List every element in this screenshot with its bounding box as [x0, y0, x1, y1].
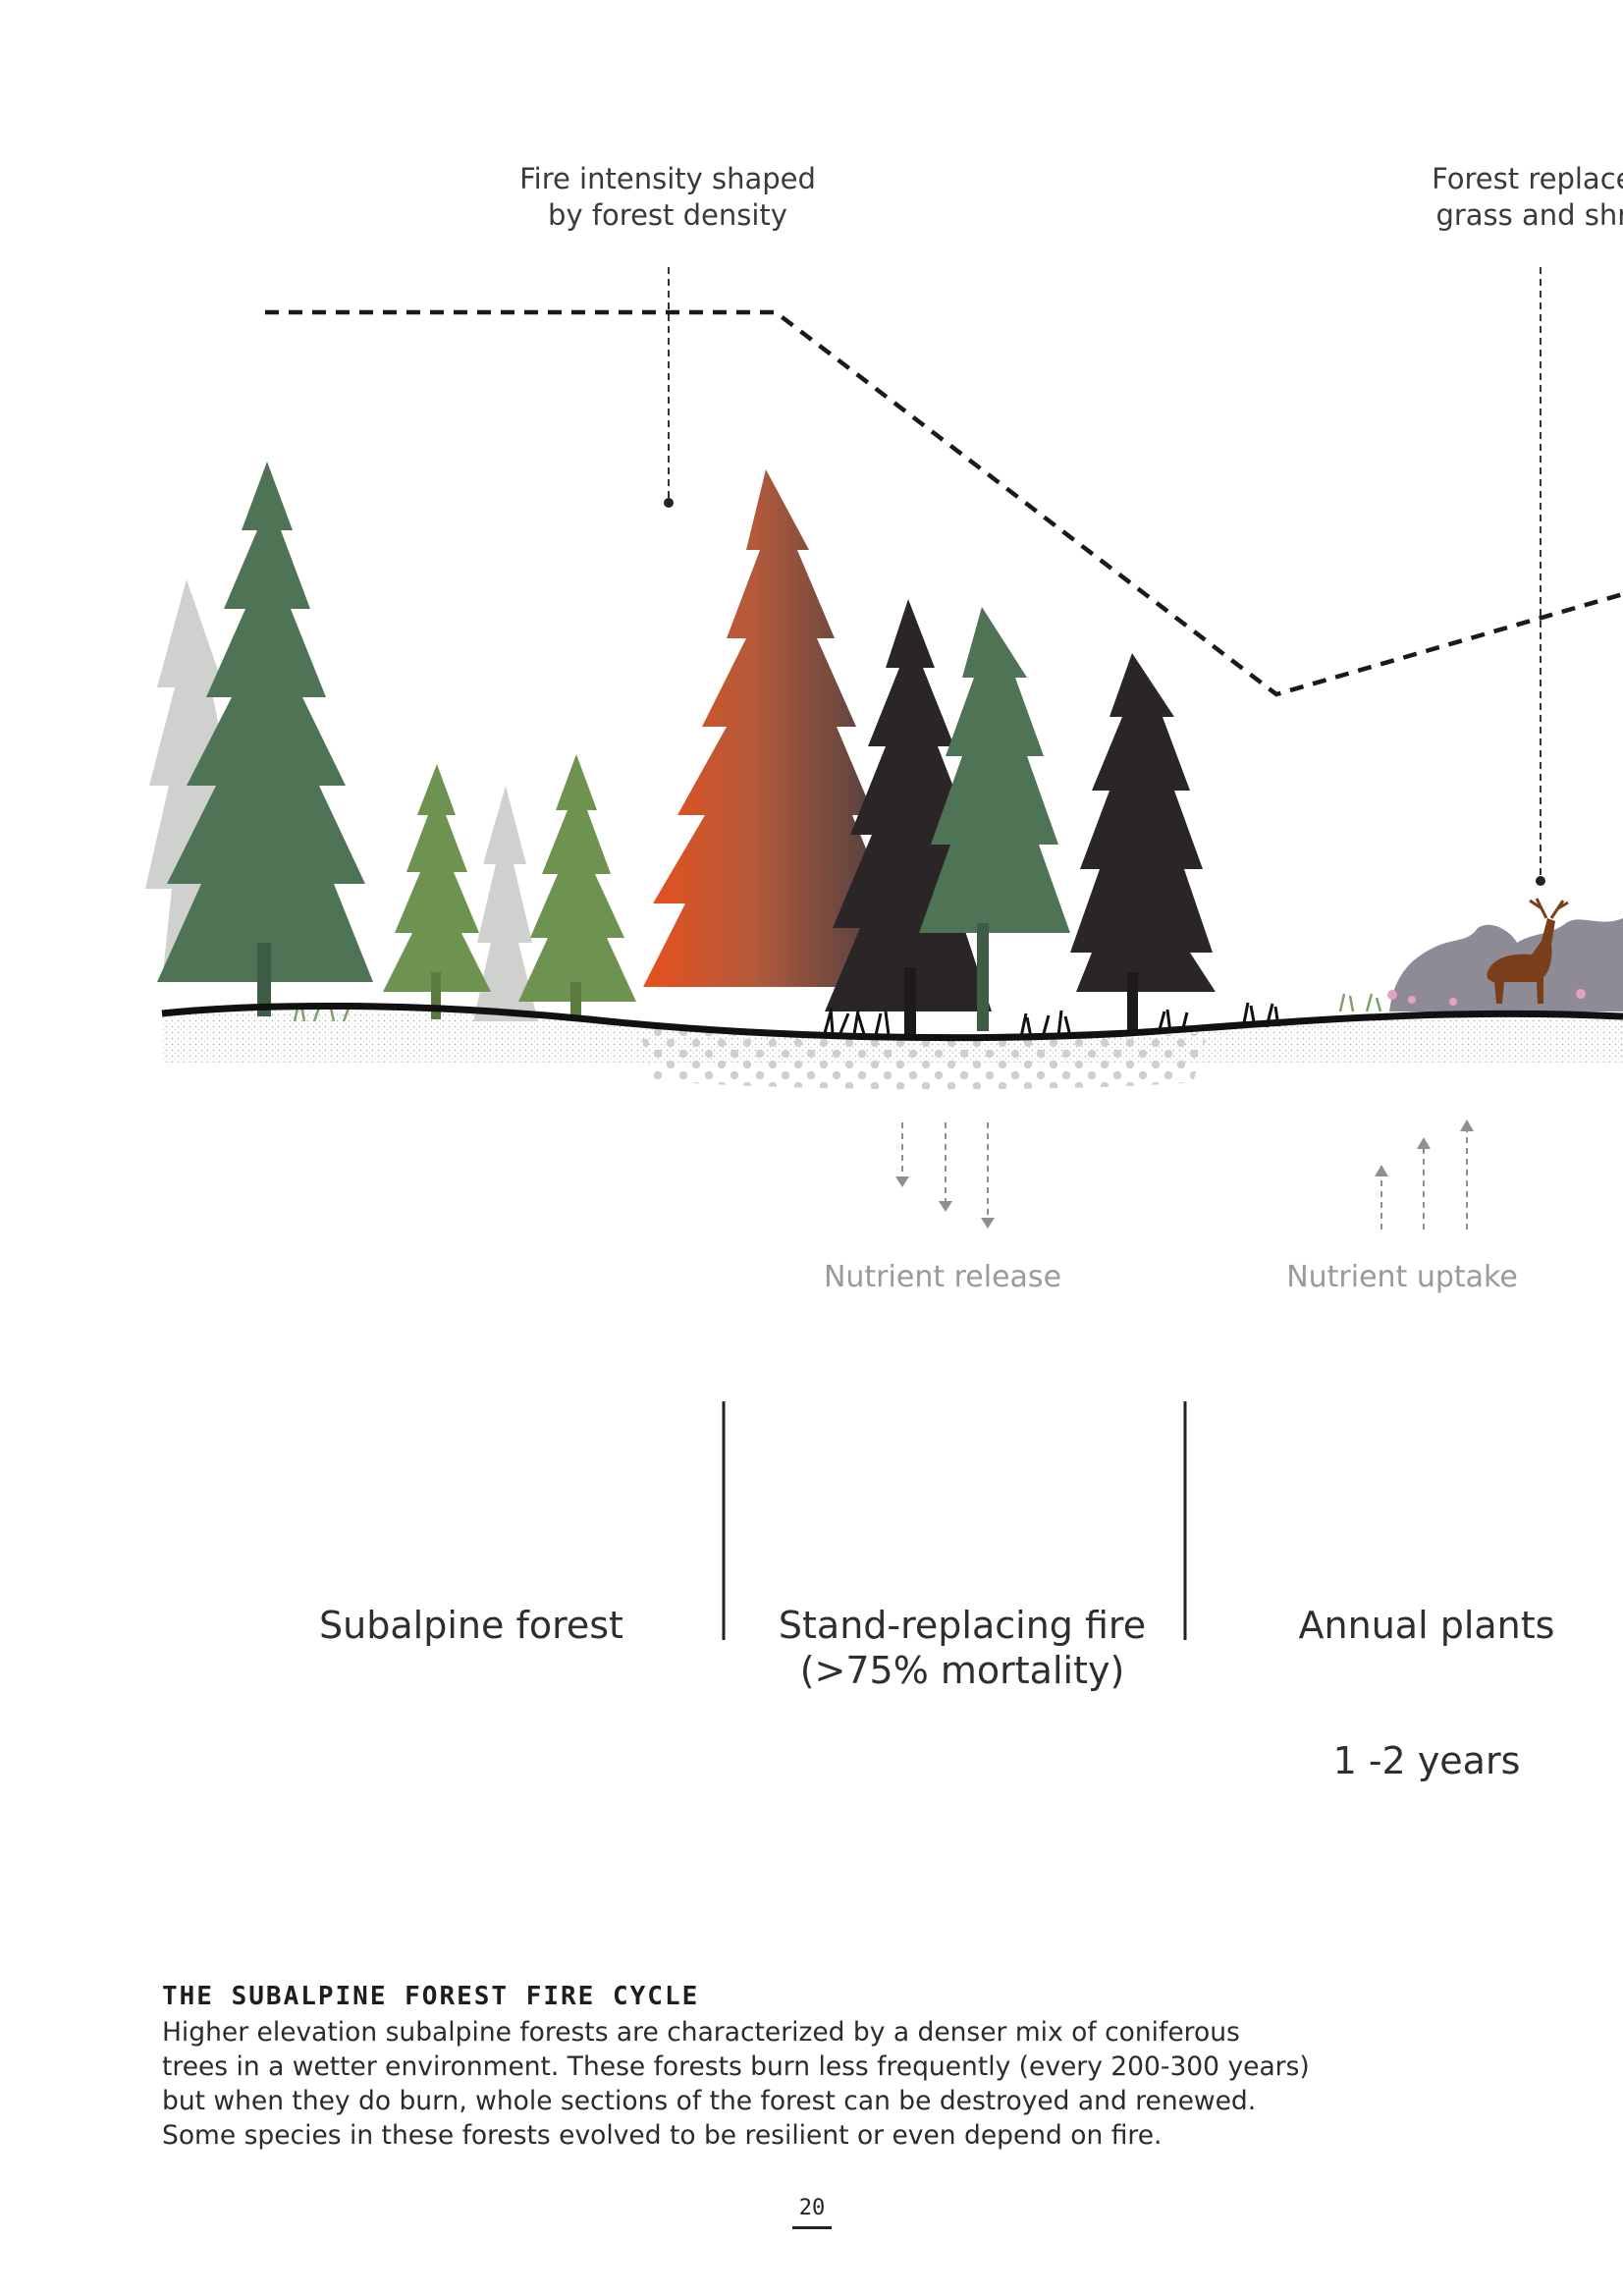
stage-stand-replacing-fire-label: Stand-replacing fire: [746, 1603, 1178, 1648]
fire-intensity-callout-line-1: Fire intensity shaped: [471, 161, 864, 197]
nutrient-release-arrows: [895, 1122, 995, 1229]
caption: THE SUBALPINE FOREST FIRE CYCLE Higher e…: [162, 1982, 1310, 2153]
nutrient-release-label: Nutrient release: [795, 1260, 1090, 1294]
page-number: 20: [792, 2196, 832, 2229]
stage-subalpine-forest: Subalpine forest: [275, 1603, 668, 1648]
forest-replaced-leader-dot: [1536, 876, 1545, 886]
caption-line: Higher elevation subalpine forests are c…: [162, 2015, 1310, 2050]
stage-subalpine-forest-label: Subalpine forest: [275, 1603, 668, 1648]
forest-replaced-callout-line-2: grass and shru: [1375, 197, 1623, 234]
caption-line: Some species in these forests evolved to…: [162, 2118, 1310, 2153]
fire-intensity-line: [265, 312, 1623, 694]
caption-body: Higher elevation subalpine forests are c…: [162, 2015, 1310, 2153]
stage-stand-replacing-fire: Stand-replacing fire (>75% mortality): [746, 1603, 1178, 1693]
stage-annual-plants-label: Annual plants: [1230, 1603, 1623, 1648]
fire-intensity-leader-dot: [664, 498, 674, 508]
caption-line: trees in a wetter environment. These for…: [162, 2050, 1310, 2084]
nutrient-uptake-label: Nutrient uptake: [1255, 1260, 1549, 1294]
fire-intensity-callout: Fire intensity shaped by forest density: [471, 161, 864, 234]
stage-annual-plants: Annual plants: [1230, 1603, 1623, 1648]
caption-line: but when they do burn, whole sections of…: [162, 2084, 1310, 2118]
nutrient-uptake-arrows: [1375, 1120, 1474, 1230]
stage-annual-plants-duration: 1 -2 years: [1230, 1739, 1623, 1782]
caption-title: THE SUBALPINE FOREST FIRE CYCLE: [162, 1982, 1310, 2011]
forest-replaced-callout-line-1: Forest replaced: [1375, 161, 1623, 197]
forest-replaced-callout: Forest replaced grass and shru: [1375, 161, 1623, 234]
stage-stand-replacing-fire-sublabel: (>75% mortality): [746, 1648, 1178, 1693]
fire-intensity-callout-line-2: by forest density: [471, 197, 864, 234]
